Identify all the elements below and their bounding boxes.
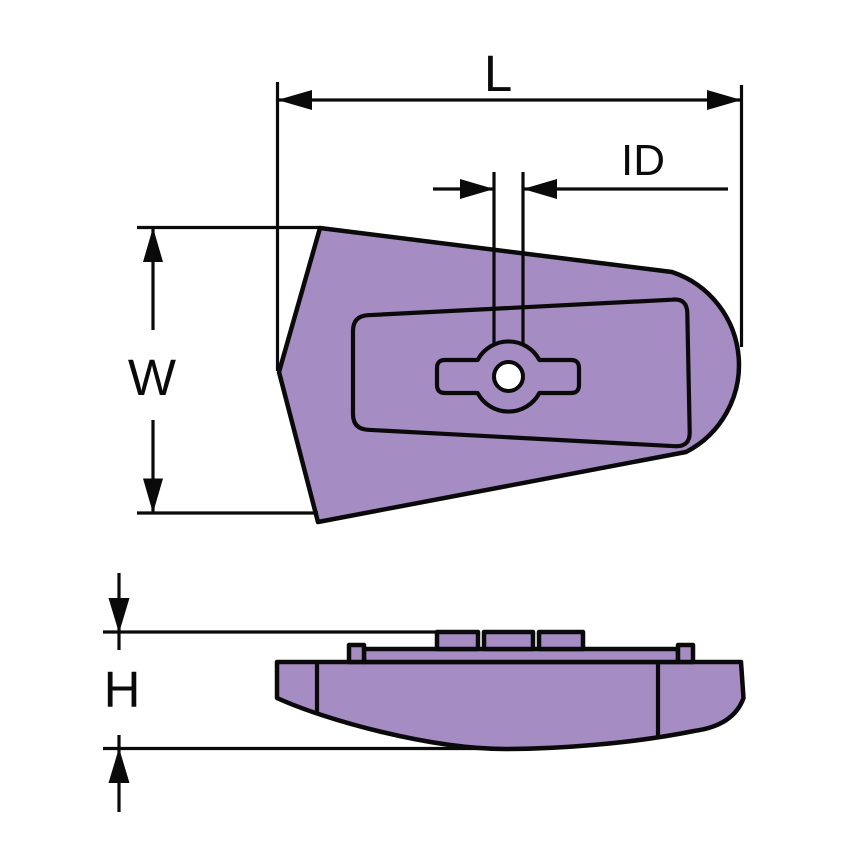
dimension-height: H [103, 573, 480, 812]
width-arrow-down-icon [143, 478, 163, 513]
dimension-inner-diameter: ID [433, 136, 728, 345]
width-label: W [128, 349, 176, 406]
flange-end-cap-right [675, 642, 696, 665]
dimension-width: W [128, 225, 320, 515]
mounting-hole [492, 360, 525, 393]
width-arrow-up-icon [143, 227, 163, 262]
top-tab-right [536, 629, 586, 652]
mounting-slot [434, 339, 582, 414]
recessed-panel [350, 297, 692, 449]
height-arrow-up-icon [108, 748, 130, 783]
top-view [276, 225, 742, 525]
top-tab-left [434, 629, 481, 652]
inner-diameter-label: ID [621, 136, 665, 185]
height-arrow-down-icon [108, 598, 130, 633]
length-label: L [484, 45, 512, 102]
flange-end-cap-left [346, 642, 367, 665]
length-arrow-right-icon [707, 90, 742, 110]
top-tab-middle [481, 629, 536, 652]
side-view [274, 629, 746, 752]
height-label: H [104, 661, 141, 718]
id-arrow-right-icon [523, 179, 557, 199]
length-arrow-left-icon [277, 90, 312, 110]
hull-body [274, 659, 746, 752]
id-arrow-left-icon [460, 179, 494, 199]
